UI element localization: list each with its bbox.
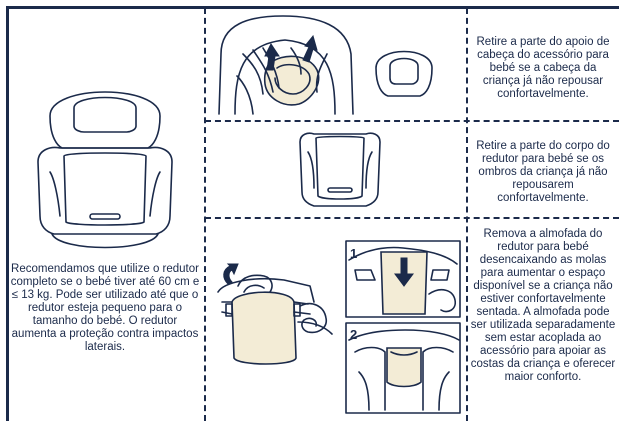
body-part-illustration: [299, 132, 381, 207]
left-panel-description: Recomendamos que utilize o redutor compl…: [10, 263, 200, 353]
remove-headrest-illustration: [218, 15, 354, 115]
headrest-part-illustration: [375, 50, 433, 97]
top-border: [6, 6, 619, 9]
curved-arrow-icon: [223, 263, 239, 285]
cushion: [231, 291, 297, 365]
full-infant-insert-illustration: [37, 91, 173, 249]
inset-2-number: 2: [350, 327, 357, 342]
divider-row-1: [205, 120, 619, 122]
divider-text-column: [466, 8, 468, 421]
arrow-down-icon: [394, 257, 414, 287]
arrow-up-icon: [264, 43, 280, 71]
step3-description: Remova a almofada do redutor para bebé d…: [470, 228, 616, 383]
left-border: [6, 6, 9, 421]
divider-row-2: [205, 217, 619, 219]
step1-description: Retire a parte do apoio de cabeça do ace…: [476, 36, 610, 100]
cushion-inset-2: 2: [345, 322, 461, 414]
inset-cushion: [386, 347, 422, 388]
cushion-inset-1: 1: [345, 240, 461, 318]
remove-cushion-illustration: [217, 263, 333, 365]
inset-1-number: 1: [350, 246, 357, 261]
arrow-up-icon: [302, 34, 318, 63]
step2-description: Retire a parte do corpo do redutor para …: [476, 140, 610, 204]
divider-left-column: [204, 8, 206, 421]
